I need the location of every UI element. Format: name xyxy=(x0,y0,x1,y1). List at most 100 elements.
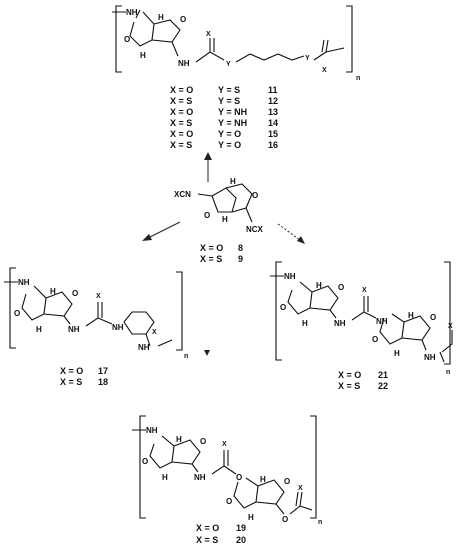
bottom-left-bracket xyxy=(139,415,146,519)
right-o-ring2: O xyxy=(338,283,344,292)
row-num: 18 xyxy=(98,377,108,387)
bottom-nh-middle: NH xyxy=(194,473,206,482)
row-x: X = O xyxy=(170,85,193,95)
left-nh-left: NH xyxy=(18,278,30,287)
row-x: X = O xyxy=(60,366,83,376)
right-o-ring4: O xyxy=(430,313,436,322)
bottom-h-upper: H xyxy=(176,435,182,444)
row-num: 17 xyxy=(98,366,108,376)
monomer-h-lower: H xyxy=(222,215,228,224)
top-n-subscript: n xyxy=(356,75,360,82)
bottom-n-subscript: n xyxy=(318,519,322,526)
monomer-structure: XCN NCX H H O O xyxy=(174,177,264,234)
left-chain-bonds xyxy=(4,281,173,347)
monomer-ncx: NCX xyxy=(246,225,264,234)
right-nh-middle: NH xyxy=(334,319,346,328)
top-y-right: Y xyxy=(305,55,310,62)
top-o-ring2: O xyxy=(180,15,186,24)
top-nh-right: NH xyxy=(178,59,190,68)
right-x-urea2: X xyxy=(448,323,453,330)
right-h-lower: H xyxy=(302,319,308,328)
row-x: X = S xyxy=(196,535,218,545)
right-n-subscript: n xyxy=(446,369,450,376)
right-h-upper: H xyxy=(316,281,322,290)
right-polymer-structure: NH O O H H NH X NH O O H H NH X n xyxy=(270,261,453,376)
bottom-x-carbamate2: X xyxy=(298,485,303,492)
right-o-ring1: O xyxy=(280,303,286,312)
left-o-ring1: O xyxy=(14,309,20,318)
row-num: 11 xyxy=(268,85,278,95)
left-nh-middle: NH xyxy=(68,325,80,334)
arrow-down-head xyxy=(204,350,210,356)
monomer-table: X = O 8 X = S 9 xyxy=(200,243,243,264)
left-h-upper: H xyxy=(50,287,56,296)
row-num: 8 xyxy=(238,243,243,253)
row-x: X = S xyxy=(170,96,192,106)
row-num: 14 xyxy=(268,118,278,128)
top-h-upper: H xyxy=(158,13,164,22)
left-nh-end: NH xyxy=(138,343,150,352)
right-right-bracket xyxy=(444,261,451,365)
right-h-upper2: H xyxy=(408,311,414,320)
row-num: 12 xyxy=(268,96,278,106)
left-n-subscript: n xyxy=(184,353,188,360)
bottom-right-bracket xyxy=(310,415,317,519)
top-nh-left: NH xyxy=(126,8,138,17)
top-x-right: X xyxy=(322,67,327,74)
top-h-lower: H xyxy=(140,51,146,60)
row-num: 16 xyxy=(268,140,278,150)
row-y: Y = S xyxy=(218,96,240,106)
row-num: 22 xyxy=(378,381,388,391)
top-o-ring1: O xyxy=(124,35,130,44)
top-polymer-table: X = O Y = S 11 X = S Y = S 12 X = O Y = … xyxy=(170,85,278,150)
right-h-lower2: H xyxy=(394,349,400,358)
left-polymer-table: X = O 17 X = S 18 xyxy=(60,366,108,387)
bottom-x-carbamate1: X xyxy=(222,441,227,448)
row-num: 9 xyxy=(238,254,243,264)
right-polymer-table: X = O 21 X = S 22 xyxy=(338,370,388,391)
arrow-left-head xyxy=(142,234,152,241)
monomer-h-upper: H xyxy=(230,177,236,186)
top-left-bracket xyxy=(115,5,122,73)
monomer-o-right: O xyxy=(252,191,258,200)
bottom-nh-left: NH xyxy=(146,426,158,435)
left-h-lower: H xyxy=(36,325,42,334)
row-num: 21 xyxy=(378,370,388,380)
bottom-h-lower: H xyxy=(162,473,168,482)
bottom-chain-bonds xyxy=(132,429,313,515)
right-o-ring3: O xyxy=(372,335,378,344)
top-y-left: Y xyxy=(226,61,231,68)
row-x: X = O xyxy=(196,523,219,533)
row-y: Y = NH xyxy=(218,118,247,128)
bottom-h-lower2: H xyxy=(248,513,254,522)
row-x: X = O xyxy=(170,129,193,139)
row-x: X = S xyxy=(200,254,222,264)
row-num: 15 xyxy=(268,129,278,139)
bottom-o-ring4: O xyxy=(284,477,290,486)
right-chain-bonds xyxy=(270,275,453,363)
left-x-urea1: X xyxy=(96,293,101,300)
reaction-arrows xyxy=(142,152,305,356)
bottom-o-link1: O xyxy=(236,473,242,482)
row-y: Y = O xyxy=(218,140,241,150)
top-x-left: X xyxy=(206,31,211,38)
row-num: 19 xyxy=(236,523,246,533)
row-y: Y = S xyxy=(218,85,240,95)
bottom-polymer-table: X = O 19 X = S 20 xyxy=(196,523,246,545)
bottom-h-upper2: H xyxy=(260,475,266,484)
top-polymer-structure: NH O O H H NH X Y Y X n xyxy=(112,5,360,82)
top-chain-bonds xyxy=(112,9,345,63)
right-nh-end: NH xyxy=(424,353,436,362)
left-left-bracket xyxy=(9,267,16,349)
left-o-ring2: O xyxy=(72,289,78,298)
left-polymer-structure: NH O O H H NH X NH NH X n xyxy=(4,267,188,360)
bottom-o-ring1: O xyxy=(142,457,148,466)
arrow-right xyxy=(277,223,301,241)
row-y: Y = O xyxy=(218,129,241,139)
row-x: X = S xyxy=(170,140,192,150)
arrow-up-head xyxy=(204,152,212,160)
right-nh-third: NH xyxy=(376,317,388,326)
right-x-urea1: X xyxy=(362,287,367,294)
right-left-bracket xyxy=(275,261,282,361)
